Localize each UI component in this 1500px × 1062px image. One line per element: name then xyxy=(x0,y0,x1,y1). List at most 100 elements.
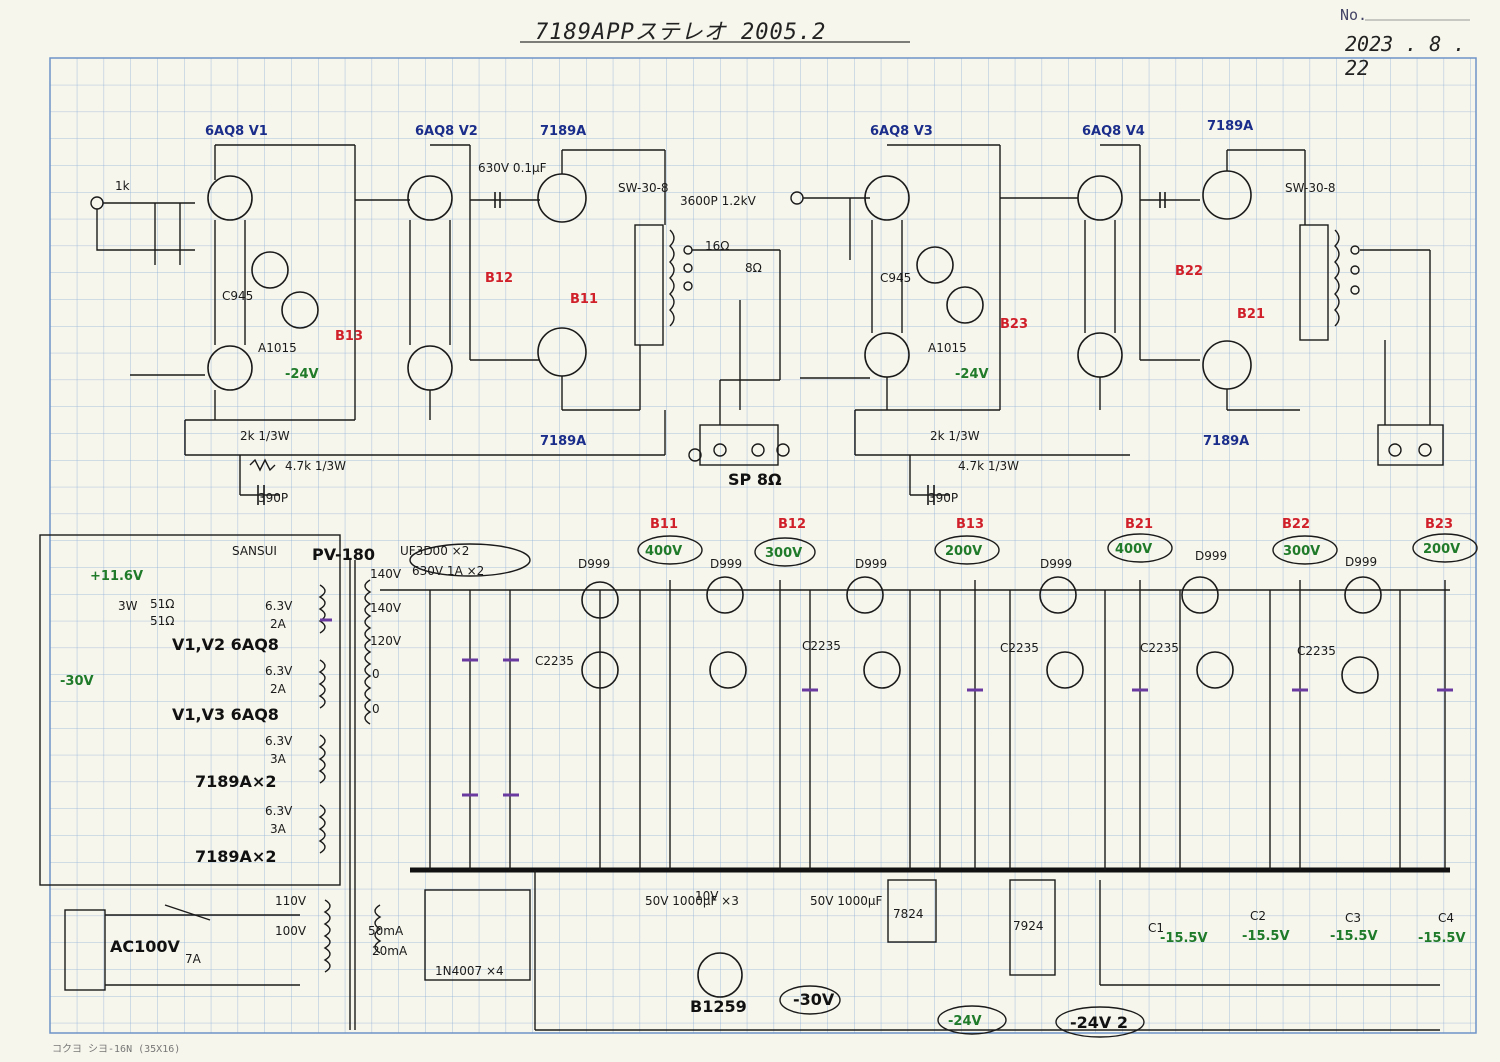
label-heater-3-v: 6.3V xyxy=(265,734,293,748)
label-heater-1-v: 6.3V xyxy=(265,599,293,613)
label-b22-amp: B22 xyxy=(1175,264,1203,279)
label-b12-amp: B12 xyxy=(485,271,513,286)
label-bc-3: -15.5V xyxy=(1330,929,1378,944)
label-b22: B22 xyxy=(1282,517,1310,532)
left-channel xyxy=(90,144,790,505)
label-b13-amp: B13 xyxy=(335,329,363,344)
label-d999-5: D999 xyxy=(1195,549,1227,563)
right-channel xyxy=(790,144,1444,505)
label-tap-5: 0 xyxy=(372,702,380,716)
speaker-terminal-right xyxy=(1377,424,1444,466)
label-cap-multi: 50V 1000μF ×3 xyxy=(645,894,739,908)
label-v-b22: 300V xyxy=(1283,544,1320,559)
label-otr: SW-30-8 xyxy=(1285,181,1336,195)
amp-labels: 6AQ8 V1 6AQ8 V2 7189A 7189A 6AQ8 V3 6AQ8… xyxy=(115,119,1336,505)
label-c945: C945 xyxy=(222,289,253,303)
label-b11: B11 xyxy=(650,517,678,532)
label-c2235-5: C2235 xyxy=(1140,641,1179,655)
label-v4: 6AQ8 V4 xyxy=(1082,124,1145,139)
label-cfb-r: 390P xyxy=(928,491,958,505)
label-tap-2: 140V xyxy=(370,601,402,615)
label-speaker: SP 8Ω xyxy=(728,470,782,489)
label-neg-heater: -30V xyxy=(60,674,94,689)
label-neg24-2: -24V 2 xyxy=(1070,1013,1128,1032)
label-c2: C2 xyxy=(1250,909,1266,923)
label-7189a-bl: 7189A xyxy=(540,434,586,449)
transistor-c2235-1 xyxy=(581,651,619,689)
label-c2235-1: C2235 xyxy=(535,654,574,668)
label-a1015: A1015 xyxy=(258,341,297,355)
label-7924: 7924 xyxy=(1013,919,1044,933)
label-ccoup: 630V 0.1μF xyxy=(478,161,547,175)
transistor-d999-5 xyxy=(1181,576,1219,614)
label-heater-4-a: 3A xyxy=(270,822,287,836)
label-c4: C4 xyxy=(1438,911,1454,925)
label-c3: C3 xyxy=(1345,911,1361,925)
heater-block xyxy=(39,534,341,886)
label-c2235-6: C2235 xyxy=(1297,644,1336,658)
label-neg30: -30V xyxy=(793,990,835,1009)
label-v-b23: 200V xyxy=(1423,542,1460,557)
transistor-c2235-4 xyxy=(1046,651,1084,689)
label-diode-note: 10V xyxy=(695,889,719,903)
tube-v1-top xyxy=(207,175,253,221)
label-b1259: B1259 xyxy=(690,997,747,1016)
label-v-b11: 400V xyxy=(645,544,682,559)
label-7189a-tr: 7189A xyxy=(1207,119,1253,134)
label-7189a-br: 7189A xyxy=(1203,434,1249,449)
label-c2235-3: C2235 xyxy=(802,639,841,653)
label-tap16: 16Ω xyxy=(705,239,729,253)
transistor-d999-6 xyxy=(1344,576,1382,614)
transistor-d999-4 xyxy=(1039,576,1077,614)
transistor-d999-3 xyxy=(846,576,884,614)
label-b11-amp: B11 xyxy=(570,292,598,307)
psu-labels: SANSUI PV-180 UF3D00 ×2 630V 1A ×2 1N400… xyxy=(60,517,1466,1032)
label-tap-110: 110V xyxy=(275,894,307,908)
label-c1: C1 xyxy=(1148,921,1164,935)
label-c2235-4: C2235 xyxy=(1000,641,1039,655)
label-d999-2: D999 xyxy=(710,557,742,571)
label-cap-500: 50V 1000μF xyxy=(810,894,882,908)
label-ac: AC100V xyxy=(110,937,181,956)
power-supply xyxy=(39,533,1478,1038)
ac-plug xyxy=(64,909,106,991)
label-d999-4: D999 xyxy=(1040,557,1072,571)
page-title: 7189APPステレオ 2005.2 xyxy=(535,20,827,45)
label-heater-1: V1,V2 6AQ8 xyxy=(172,635,279,654)
label-tap-100: 100V xyxy=(275,924,307,938)
output-transformer-left xyxy=(634,224,664,346)
label-rfb: 2k 1/3W xyxy=(240,429,290,443)
label-hr-1: 3W xyxy=(118,599,138,613)
tube-v3-top xyxy=(864,175,910,221)
label-c945-r: C945 xyxy=(880,271,911,285)
label-b12: B12 xyxy=(778,517,806,532)
label-pv180: PV-180 xyxy=(312,545,375,564)
label-rfb2: 4.7k 1/3W xyxy=(285,459,346,473)
label-sansui: SANSUI xyxy=(232,544,277,558)
label-v1: 6AQ8 V1 xyxy=(205,124,268,139)
label-heater-2-a: 2A xyxy=(270,682,287,696)
footer-label: コクヨ シヨ-16N (35X16) xyxy=(52,1044,181,1055)
label-d999-1: D999 xyxy=(578,557,610,571)
speaker-terminal-left xyxy=(699,424,779,466)
label-bc-2: -15.5V xyxy=(1242,929,1290,944)
label-trim-1: 50mA xyxy=(368,924,404,938)
label-v3: 6AQ8 V3 xyxy=(870,124,933,139)
label-v-b13: 200V xyxy=(945,544,982,559)
label-tap-4: 0 xyxy=(372,667,380,681)
label-heater-2: V1,V3 6AQ8 xyxy=(172,705,279,724)
transistor-d999-1 xyxy=(581,581,619,619)
label-tap-1: 140V xyxy=(370,567,402,581)
label-hr-3: 51Ω xyxy=(150,614,174,628)
transistor-a1015-right xyxy=(946,286,984,324)
output-transformer-right xyxy=(1299,224,1329,341)
label-b21-amp: B21 xyxy=(1237,307,1265,322)
label-d999-6: D999 xyxy=(1345,555,1377,569)
tube-v1-bottom xyxy=(207,345,253,391)
label-b13: B13 xyxy=(956,517,984,532)
transistor-c2235-3 xyxy=(863,651,901,689)
label-heater-dc: +11.6V xyxy=(90,569,143,584)
label-b23-amp: B23 xyxy=(1000,317,1028,332)
label-cfb: 390P xyxy=(258,491,288,505)
